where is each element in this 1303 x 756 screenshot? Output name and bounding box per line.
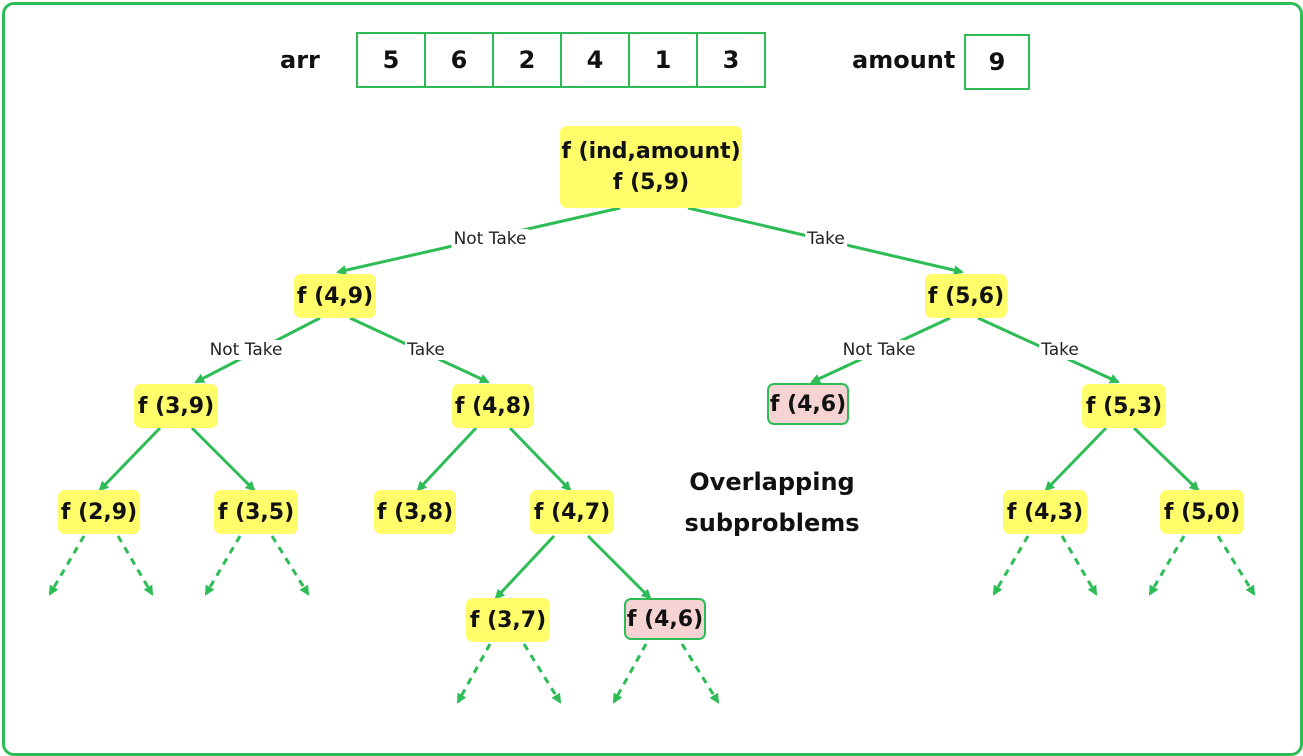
tree-node: f (5,3): [1082, 384, 1166, 428]
dashed-edge: [1148, 535, 1186, 596]
dashed-edge: [1216, 535, 1256, 596]
tree-node: f (5,0): [1160, 490, 1244, 534]
array-cell: 5: [358, 34, 426, 86]
edge: [586, 534, 652, 600]
tree-node: f (5,6): [925, 274, 1007, 318]
edge-label-not-take: Not Take: [840, 340, 918, 360]
edge: [190, 426, 256, 492]
edge: [508, 426, 572, 492]
tree-node: f (3,7): [466, 598, 550, 642]
array-cell: 4: [562, 34, 630, 86]
edge: [1132, 426, 1200, 492]
dashed-edge: [612, 643, 648, 704]
dashed-edge: [992, 535, 1030, 596]
dashed-edge: [116, 535, 154, 596]
tree-node: f (4,3): [1003, 490, 1087, 534]
root-call: f (5,9): [612, 170, 690, 195]
dashed-edge: [48, 535, 86, 596]
array-cell: 3: [722, 46, 740, 74]
array-cell: 6: [426, 34, 494, 86]
edge-label-not-take: Not Take: [207, 340, 285, 360]
tree-node: f (2,9): [58, 490, 140, 534]
tree-node: f (3,8): [374, 490, 456, 534]
array-cell: 1: [630, 34, 698, 86]
dashed-edge: [522, 643, 562, 704]
edge: [1044, 426, 1108, 492]
tree-node-overlapping: f (4,6): [624, 598, 706, 640]
edge: [494, 534, 556, 600]
array-label: arr: [280, 46, 320, 74]
amount-label: amount: [852, 46, 956, 74]
dashed-edge: [680, 643, 720, 704]
array-row: 5 6 2 4 1 3: [356, 32, 766, 88]
note-line-1: Overlapping: [689, 468, 855, 496]
dashed-edge: [456, 643, 492, 704]
tree-node: f (4,9): [294, 274, 376, 318]
edge: [416, 426, 478, 492]
root-signature: f (ind,amount): [561, 139, 741, 164]
dashed-edge: [204, 535, 242, 596]
array-cell: 2: [494, 34, 562, 86]
edge-label-take: Take: [805, 229, 847, 249]
note-line-2: subproblems: [684, 509, 860, 537]
edge-label-not-take: Not Take: [451, 229, 529, 249]
tree-node: f (4,7): [530, 490, 614, 534]
edge-label-take: Take: [1039, 340, 1081, 360]
amount-value: 9: [964, 34, 1030, 90]
overlapping-note: Overlapping subproblems: [672, 462, 872, 544]
tree-node: f (4,8): [452, 384, 534, 428]
edge-label-take: Take: [405, 340, 447, 360]
tree-node-root: f (ind,amount) f (5,9): [560, 126, 742, 208]
tree-node-overlapping: f (4,6): [767, 383, 849, 425]
dashed-edge: [270, 535, 310, 596]
dashed-edge: [1060, 535, 1098, 596]
edge: [98, 426, 162, 492]
tree-node: f (3,5): [214, 490, 298, 534]
tree-node: f (3,9): [134, 384, 218, 428]
